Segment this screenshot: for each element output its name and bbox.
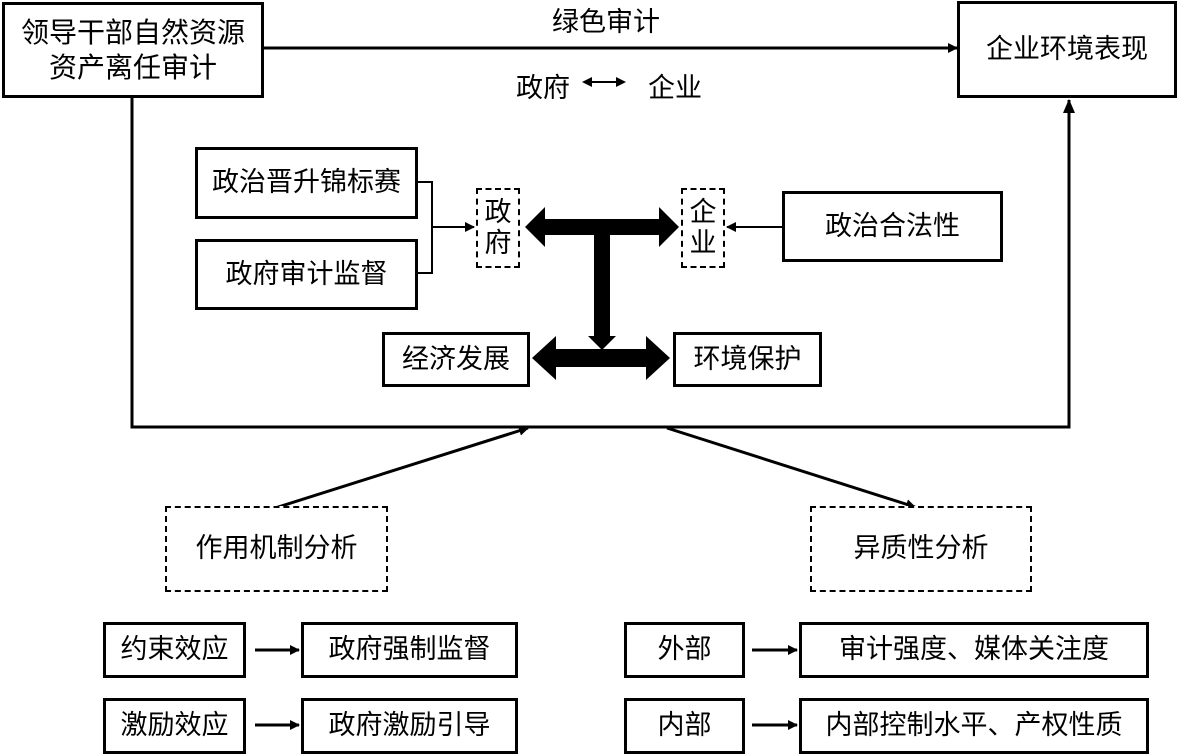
mechanism-arrow xyxy=(274,425,529,510)
incentive-effect-box: 激励效应 xyxy=(103,698,246,754)
gov-node: 政 府 xyxy=(476,188,520,268)
gov-node-char2: 府 xyxy=(484,228,512,259)
ent-node-char1: 企 xyxy=(689,196,717,228)
internal-control-ownership-label: 内部控制水平、产权性质 xyxy=(825,710,1123,742)
political-legitimacy-label: 政治合法性 xyxy=(825,210,960,242)
external-box: 外部 xyxy=(624,622,745,678)
gov-audit-supervision-box: 政府审计监督 xyxy=(195,239,418,310)
internal-control-ownership-box: 内部控制水平、产权性质 xyxy=(799,698,1149,754)
incentive-effect-label: 激励效应 xyxy=(120,710,229,742)
internal-label: 内部 xyxy=(657,710,712,742)
sub-label-ent: 企业 xyxy=(648,73,702,104)
t-stem-arrow xyxy=(588,228,616,350)
environmental-protection-label: 环境保护 xyxy=(693,343,802,375)
constraint-effect-box: 约束效应 xyxy=(103,622,246,678)
gov-incentive-guidance-box: 政府激励引导 xyxy=(301,698,518,754)
gov-mandatory-supervision-box: 政府强制监督 xyxy=(301,622,518,678)
gov-node-char1: 政 xyxy=(484,196,512,228)
economic-development-label: 经济发展 xyxy=(402,343,510,375)
political-promotion-label: 政治晋升锦标赛 xyxy=(212,167,401,199)
mechanism-analysis-label: 作用机制分析 xyxy=(195,533,358,565)
heterogeneity-analysis-box: 异质性分析 xyxy=(810,506,1032,592)
econ-env-double-arrow xyxy=(532,336,670,380)
green-audit-label: 绿色审计 xyxy=(552,7,660,38)
audit-box-line2: 资产离任审计 xyxy=(48,51,217,84)
gov-mandatory-supervision-label: 政府强制监督 xyxy=(328,634,491,666)
economic-development-box: 经济发展 xyxy=(382,332,530,387)
audit-box-line1: 领导干部自然资源 xyxy=(20,16,245,49)
ent-node-char2: 业 xyxy=(689,228,717,259)
sub-label-double-arrow xyxy=(582,77,626,87)
gov-audit-supervision-label: 政府审计监督 xyxy=(225,258,388,290)
enterprise-node: 企 业 xyxy=(681,188,725,268)
audit-intensity-media-label: 审计强度、媒体关注度 xyxy=(839,634,1109,666)
political-promotion-box: 政治晋升锦标赛 xyxy=(195,147,418,219)
mechanism-analysis-box: 作用机制分析 xyxy=(165,506,388,592)
political-legitimacy-box: 政治合法性 xyxy=(782,191,1003,262)
gov-incentive-guidance-label: 政府激励引导 xyxy=(328,710,491,742)
enterprise-env-performance-label: 企业环境表现 xyxy=(986,33,1148,65)
constraint-effect-label: 约束效应 xyxy=(120,634,229,666)
sub-label-gov: 政府 xyxy=(516,73,570,104)
external-label: 外部 xyxy=(657,634,712,666)
environmental-protection-box: 环境保护 xyxy=(673,332,822,387)
heterogeneity-analysis-label: 异质性分析 xyxy=(853,533,989,565)
audit-intensity-media-box: 审计强度、媒体关注度 xyxy=(799,622,1149,678)
internal-box: 内部 xyxy=(624,698,745,754)
heterogeneity-arrow xyxy=(666,426,916,510)
outer-loop-line xyxy=(130,97,1075,429)
factor-bracket xyxy=(417,181,433,274)
gov-ent-double-arrow xyxy=(525,207,679,247)
enterprise-env-performance-box: 企业环境表现 xyxy=(957,1,1177,98)
leader-natural-resource-audit-box: 领导干部自然资源 资产离任审计 xyxy=(2,2,264,98)
